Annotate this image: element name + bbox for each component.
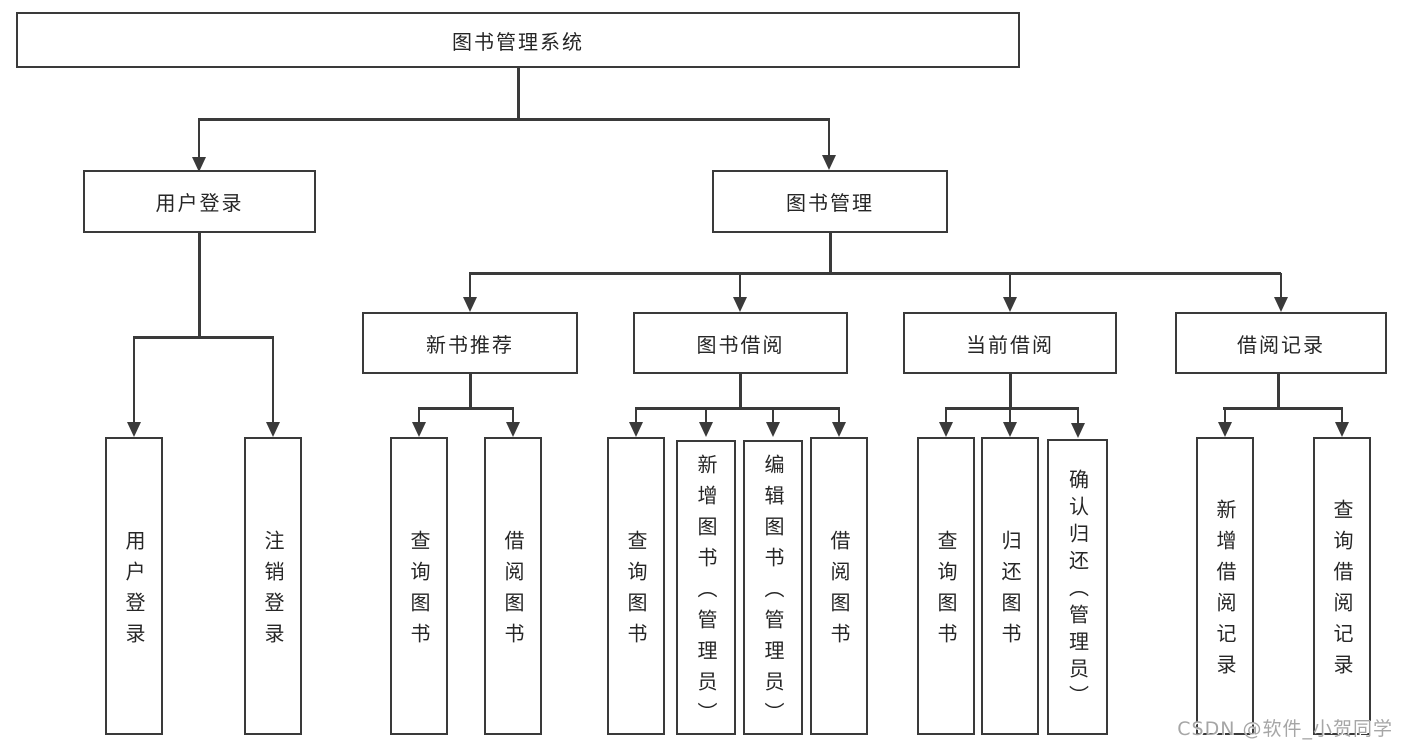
connector-user-login-stem (198, 233, 201, 336)
leaf-label: 新增图书（管理员） (694, 453, 718, 733)
arrow-to-borrow-records (1274, 273, 1288, 312)
node-book-mgmt: 图书管理 (712, 170, 948, 233)
arrow-cb-confirm (1071, 408, 1085, 438)
node-user-login: 用户登录 (83, 170, 316, 233)
leaf-label: 确认归还（管理员） (1065, 469, 1090, 712)
leaf-label: 查询图书 (624, 529, 648, 654)
leaf-logout: 注销登录 (244, 437, 302, 735)
node-book-borrow: 图书借阅 (633, 312, 848, 374)
connector-book-borrow-rail (635, 407, 840, 410)
arrow-nb-query (412, 408, 426, 437)
arrow-to-new-book (463, 273, 477, 312)
leaf-nb-query-books: 查询图书 (390, 437, 448, 735)
connector-current-borrow-rail (945, 407, 1079, 410)
connector-root-stem (517, 68, 520, 118)
arrow-bb-add (699, 408, 713, 437)
arrow-cb-return (1003, 408, 1017, 437)
arrow-to-logout-leaf (266, 337, 280, 437)
leaf-label: 查询图书 (934, 529, 958, 654)
watermark: CSDN @软件_小贺同学 (1177, 718, 1393, 740)
arrow-to-user-login (192, 119, 206, 172)
arrow-bb-edit (766, 408, 780, 437)
node-borrow-records: 借阅记录 (1175, 312, 1387, 374)
connector-book-borrow-stem (739, 374, 742, 407)
leaf-bb-query-books: 查询图书 (607, 437, 665, 735)
arrow-to-book-mgmt (822, 119, 836, 170)
arrow-bb-borrow (832, 408, 846, 437)
leaf-user-login: 用户登录 (105, 437, 163, 735)
arrow-to-current-borrow (1003, 273, 1017, 312)
connector-book-mgmt-rail (469, 272, 1281, 275)
connector-current-borrow-stem (1009, 374, 1012, 407)
leaf-br-query-record: 查询借阅记录 (1313, 437, 1371, 735)
leaf-label: 用户登录 (122, 529, 146, 654)
arrow-br-add-record (1218, 408, 1232, 437)
leaf-label: 借阅图书 (827, 529, 851, 654)
node-new-book: 新书推荐 (362, 312, 578, 374)
leaf-br-add-record: 新增借阅记录 (1196, 437, 1254, 735)
leaf-label: 新增借阅记录 (1213, 498, 1237, 685)
connector-borrow-records-stem (1277, 374, 1280, 407)
leaf-bb-borrow-books: 借阅图书 (810, 437, 868, 735)
arrow-to-user-login-leaf (127, 337, 141, 437)
connector-root-rail (198, 118, 830, 121)
connector-book-mgmt-stem (829, 233, 832, 272)
leaf-label: 注销登录 (261, 529, 285, 654)
arrow-br-query-record (1335, 408, 1349, 437)
arrow-bb-query (629, 408, 643, 437)
node-current-borrow: 当前借阅 (903, 312, 1117, 374)
connector-borrow-records-rail (1223, 407, 1343, 410)
arrow-cb-query (939, 408, 953, 437)
arrow-to-book-borrow (733, 273, 747, 312)
node-root: 图书管理系统 (16, 12, 1020, 68)
connector-new-book-rail (418, 407, 514, 410)
leaf-label: 借阅图书 (501, 529, 525, 654)
leaf-bb-add-books: 新增图书（管理员） (676, 440, 736, 735)
leaf-cb-confirm-return: 确认归还（管理员） (1047, 439, 1108, 735)
leaf-cb-return-books: 归还图书 (981, 437, 1039, 735)
leaf-label: 查询图书 (407, 529, 431, 654)
leaf-cb-query-books: 查询图书 (917, 437, 975, 735)
leaf-bb-edit-books: 编辑图书（管理员） (743, 440, 803, 735)
leaf-nb-borrow-books: 借阅图书 (484, 437, 542, 735)
leaf-label: 归还图书 (998, 529, 1022, 654)
leaf-label: 编辑图书（管理员） (761, 453, 785, 733)
connector-new-book-stem (469, 374, 472, 407)
leaf-label: 查询借阅记录 (1330, 498, 1354, 685)
arrow-nb-borrow (506, 408, 520, 437)
connector-user-login-rail (133, 336, 274, 339)
